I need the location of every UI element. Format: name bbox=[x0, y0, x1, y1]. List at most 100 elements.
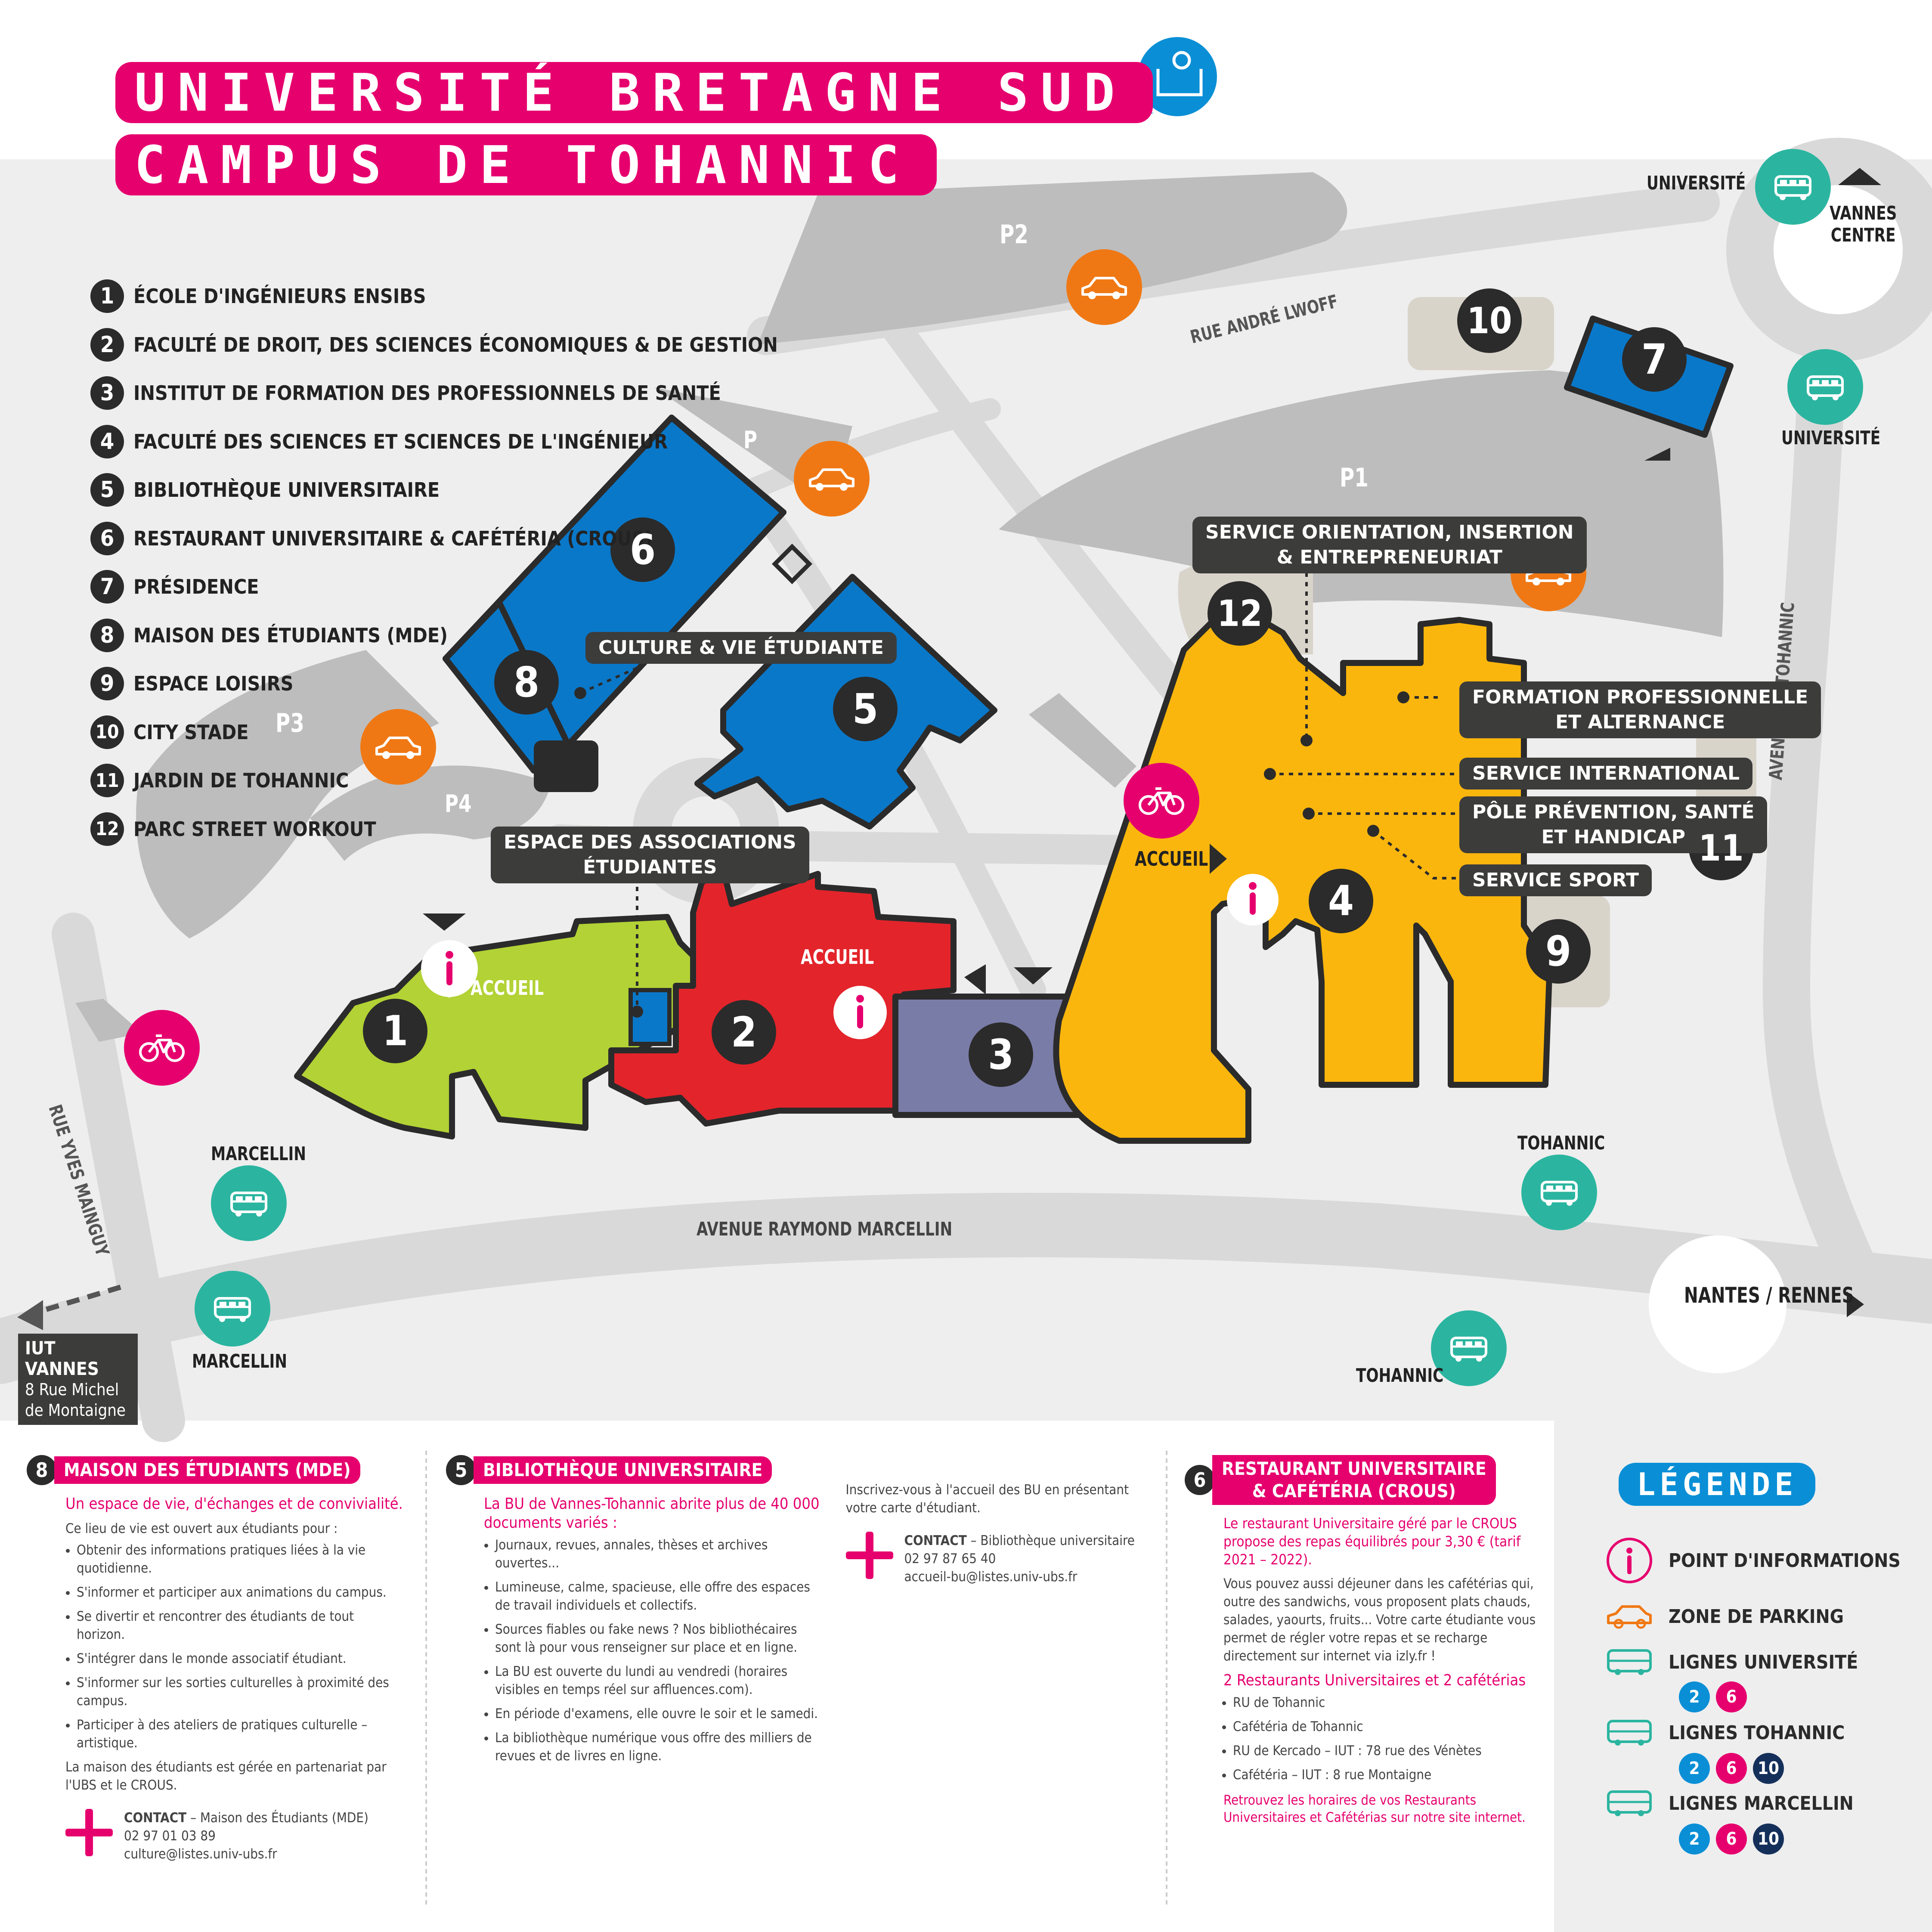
panel-bu-side-text: Inscrivez-vous à l'accueil des BU en pré… bbox=[845, 1482, 1129, 1516]
building-name: PRÉSIDENCE bbox=[133, 575, 259, 598]
building-name: ÉCOLE D'INGÉNIEURS ENSIBS bbox=[133, 285, 426, 308]
panel-crous-list: RU de TohannicCafétéria de TohannicRU de… bbox=[1223, 1694, 1538, 1784]
info-icon[interactable] bbox=[421, 940, 478, 997]
building-number-7[interactable]: 7 bbox=[1641, 335, 1668, 384]
car-parking-icon[interactable] bbox=[794, 441, 870, 517]
bus-stop-universite-top: UNIVERSITÉ bbox=[1647, 172, 1746, 194]
building-number-8[interactable]: 8 bbox=[513, 658, 540, 706]
iut-vannes-box: IUT VANNES 8 Rue Michel de Montaigne bbox=[18, 1334, 138, 1425]
accueil-label-building-1: ACCUEIL bbox=[471, 976, 544, 1000]
building-number-2[interactable]: 2 bbox=[731, 1008, 757, 1056]
contact-label: CONTACT bbox=[124, 1810, 187, 1826]
bus-line-chip-10: 10 bbox=[1753, 1824, 1784, 1855]
legend-marcellin-label: LIGNES MARCELLIN bbox=[1669, 1792, 1854, 1814]
parking-label-p1: P1 bbox=[1340, 463, 1368, 493]
building-number-9[interactable]: 9 bbox=[1545, 927, 1572, 975]
panel-crous-footer: Retrouvez les horaires de vos Restaurant… bbox=[1223, 1793, 1526, 1825]
contact-email[interactable]: culture@listes.univ-ubs.fr bbox=[124, 1846, 277, 1862]
info-icon[interactable] bbox=[833, 986, 887, 1039]
iut-address-line2: de Montaigne bbox=[25, 1401, 126, 1420]
location-map-icon bbox=[1141, 39, 1214, 112]
bus-line-chip-2: 2 bbox=[1679, 1824, 1710, 1855]
accueil-label-building-4: ACCUEIL bbox=[1135, 847, 1208, 870]
legend-title: LÉGENDE bbox=[1619, 1463, 1816, 1506]
buildings-list-item[interactable]: 1 ÉCOLE D'INGÉNIEURS ENSIBS bbox=[90, 279, 426, 313]
building-number-3[interactable]: 3 bbox=[988, 1031, 1014, 1079]
parking-label-p: P bbox=[743, 426, 758, 454]
car-parking-icon[interactable] bbox=[1066, 249, 1142, 325]
bus-line-chip-6: 6 bbox=[1716, 1753, 1747, 1784]
info-icon[interactable] bbox=[1227, 874, 1279, 926]
list-item: S'informer et participer aux animations … bbox=[77, 1583, 406, 1601]
panel-bu-number: 5 bbox=[446, 1455, 476, 1485]
list-item: La BU est ouverte du lundi au vendredi (… bbox=[495, 1663, 824, 1699]
panel-mde-intro: Ce lieu de vie est ouvert aux étudiants … bbox=[65, 1521, 338, 1536]
list-item: RU de Kercado – IUT : 78 rue des Vénètes bbox=[1233, 1742, 1538, 1760]
car-parking-icon[interactable] bbox=[360, 709, 436, 785]
bus-line-chip-2: 2 bbox=[1679, 1753, 1710, 1784]
plus-icon bbox=[845, 1532, 893, 1579]
bus-icon[interactable] bbox=[195, 1271, 270, 1347]
building-name: FACULTÉ DE DROIT, DES SCIENCES ÉCONOMIQU… bbox=[133, 333, 778, 356]
building-name: ESPACE LOISIRS bbox=[133, 672, 294, 695]
panel-mde-title: MAISON DES ÉTUDIANTS (MDE) bbox=[54, 1456, 360, 1484]
list-item: En période d'examens, elle ouvre le soir… bbox=[495, 1705, 824, 1723]
bus-icon[interactable] bbox=[1521, 1155, 1597, 1230]
list-item: Obtenir des informations pratiques liées… bbox=[77, 1541, 406, 1577]
building-number-5[interactable]: 5 bbox=[852, 685, 879, 733]
bus-line-chip-6: 6 bbox=[1716, 1824, 1747, 1855]
contact-phone[interactable]: 02 97 87 65 40 bbox=[904, 1551, 996, 1567]
building-number-12[interactable]: 12 bbox=[1217, 592, 1263, 635]
building-number-11[interactable]: 11 bbox=[1698, 827, 1744, 869]
parking-label-p4: P4 bbox=[445, 790, 472, 818]
bus-icon[interactable] bbox=[1431, 1310, 1507, 1386]
bus-icon[interactable] bbox=[1755, 149, 1831, 225]
building-number-badge: 10 bbox=[90, 715, 124, 749]
panel-mde-list: Obtenir des informations pratiques liées… bbox=[65, 1541, 406, 1752]
bus-icon bbox=[1607, 1720, 1652, 1746]
tag-culture-vie-etudiante: CULTURE & VIE ÉTUDIANTE bbox=[585, 632, 897, 664]
building-name: RESTAURANT UNIVERSITAIRE & CAFÉTÉRIA (CR… bbox=[133, 526, 653, 550]
list-item: Journaux, revues, annales, thèses et arc… bbox=[495, 1536, 824, 1572]
building-number-badge: 3 bbox=[90, 376, 124, 410]
bus-icon[interactable] bbox=[1787, 349, 1863, 425]
tag-service-orientation: SERVICE ORIENTATION, INSERTION& ENTREPRE… bbox=[1192, 517, 1587, 573]
panel-crous-number: 6 bbox=[1185, 1465, 1215, 1495]
contact-email[interactable]: accueil-bu@listes.univ-ubs.fr bbox=[904, 1569, 1077, 1585]
bus-icon[interactable] bbox=[211, 1165, 287, 1241]
title-campus: CAMPUS DE TOHANNIC bbox=[115, 134, 937, 195]
car-parking-icon[interactable] bbox=[1511, 536, 1586, 611]
bus-stop-universite-right: UNIVERSITÉ bbox=[1781, 427, 1881, 449]
bus-stop-marcellin-top: MARCELLIN bbox=[211, 1143, 307, 1165]
list-item: S'informer sur les sorties culturelles à… bbox=[77, 1674, 406, 1710]
list-item: Sources fiables ou fake news ? Nos bibli… bbox=[495, 1620, 824, 1656]
building-number-badge: 1 bbox=[90, 279, 124, 313]
building-number-10[interactable]: 10 bbox=[1467, 300, 1512, 342]
building-number-badge: 8 bbox=[90, 618, 124, 652]
bus-line-chip-10: 10 bbox=[1753, 1753, 1784, 1784]
contact-phone[interactable]: 02 97 01 03 89 bbox=[124, 1828, 216, 1844]
legend-tohannic-label: LIGNES TOHANNIC bbox=[1669, 1721, 1845, 1744]
parking-label-p2: P2 bbox=[1000, 220, 1028, 250]
building-number-1[interactable]: 1 bbox=[382, 1007, 409, 1055]
list-item: Cafétéria de Tohannic bbox=[1233, 1718, 1538, 1736]
bike-icon[interactable] bbox=[1124, 763, 1199, 839]
panel-bu-title: BIBLIOTHÈQUE UNIVERSITAIRE bbox=[474, 1456, 772, 1484]
bike-icon[interactable] bbox=[124, 1010, 200, 1086]
building-number-4[interactable]: 4 bbox=[1328, 877, 1354, 925]
building-number-6[interactable]: 6 bbox=[629, 526, 656, 574]
building-number-badge: 12 bbox=[90, 812, 124, 846]
